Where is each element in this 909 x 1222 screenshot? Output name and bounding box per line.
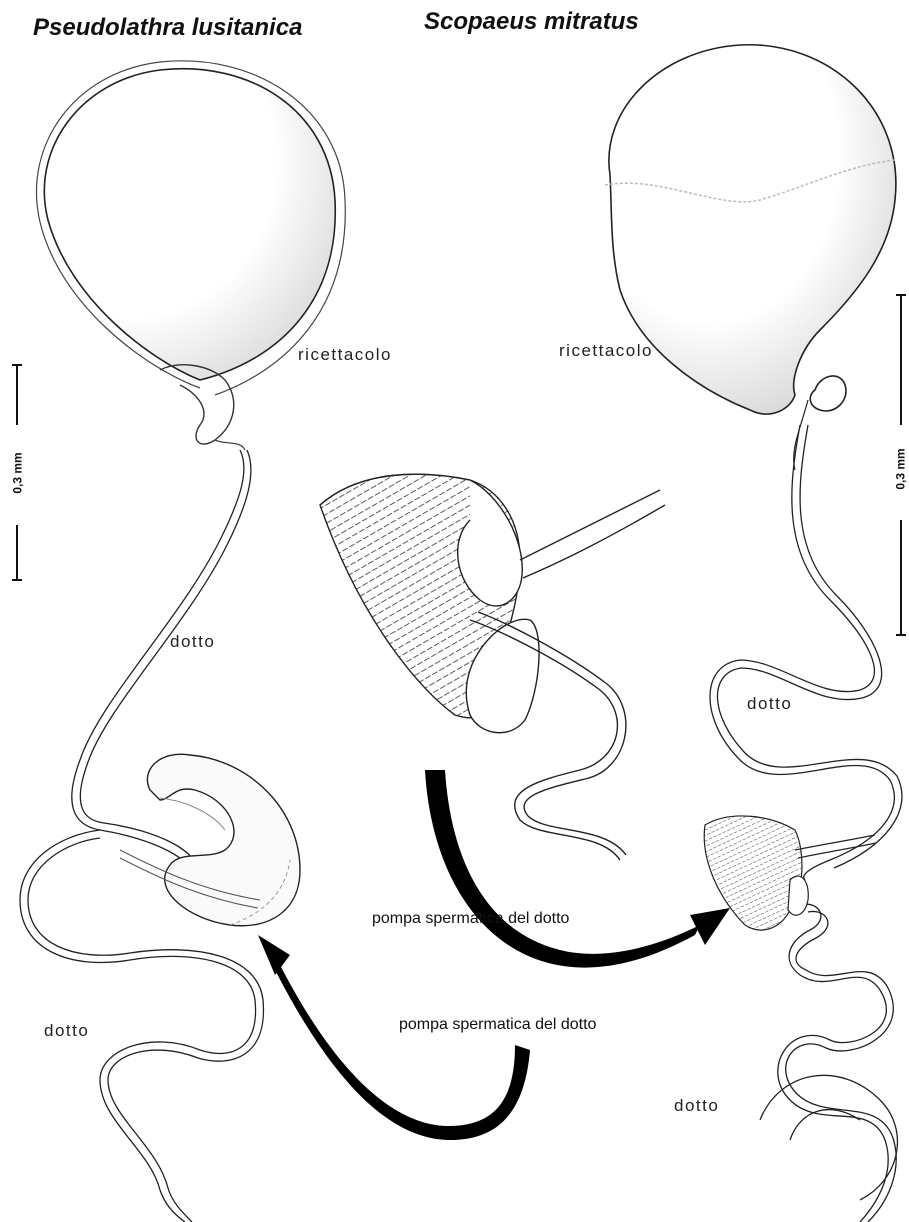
species-title-left: Pseudolathra lusitanica [33, 14, 302, 42]
left-receptacle [36, 61, 345, 450]
label-dotto-left-lower: dotto [44, 1021, 89, 1041]
label-pompa-upper: pompa spermatica del dotto [372, 910, 569, 928]
label-dotto-right-upper: dotto [747, 694, 792, 714]
left-sperm-pump [120, 754, 300, 926]
right-small-pump [704, 816, 876, 930]
label-ricettacolo-right: ricettacolo [559, 341, 653, 361]
scale-label-right: 0,3 mm [894, 445, 908, 492]
pump-arrows [258, 770, 730, 1140]
right-receptacle [605, 45, 896, 470]
center-enlarged-pump [320, 474, 665, 860]
left-duct [20, 450, 263, 1222]
label-dotto-left-upper: dotto [170, 632, 215, 652]
species-title-right: Scopaeus mitratus [424, 8, 639, 36]
scale-label-left: 0,3 mm [11, 449, 25, 496]
label-pompa-lower: pompa spermatica del dotto [399, 1016, 596, 1034]
label-dotto-right-lower: dotto [674, 1096, 719, 1116]
label-ricettacolo-left: ricettacolo [298, 345, 392, 365]
